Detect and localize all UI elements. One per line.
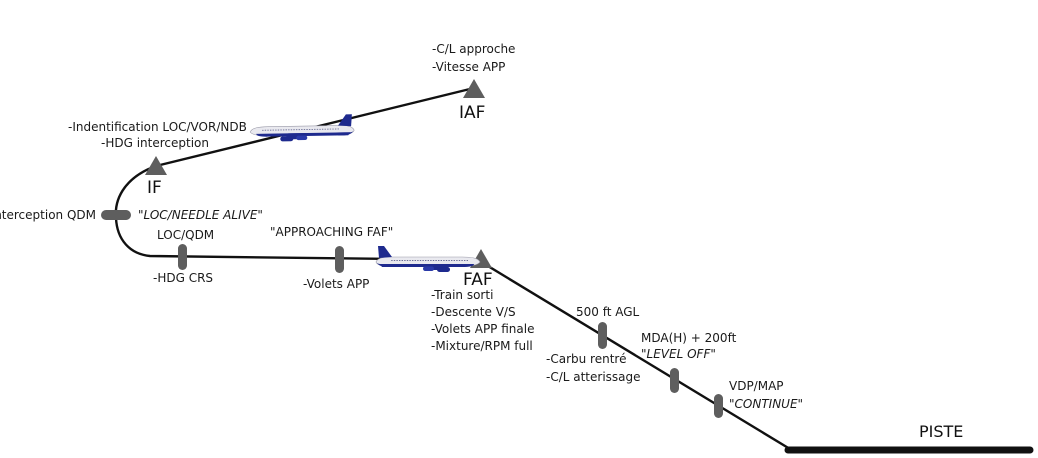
- approaching-faf: "APPROACHING FAF": [270, 225, 393, 239]
- faf-descente: -Descente V/S: [431, 305, 516, 319]
- faf-label: FAF: [463, 270, 493, 290]
- if-label: IF: [147, 178, 162, 198]
- faf-mixture: -Mixture/RPM full: [431, 339, 533, 353]
- hdg-crs: -HDG CRS: [153, 271, 213, 285]
- volets-app: -Volets APP: [303, 277, 369, 291]
- fix-marker-icon: [335, 246, 344, 273]
- continue-callout: "CONTINUE": [729, 397, 803, 411]
- fix-marker-icon: [178, 244, 187, 270]
- loc-needle-alive: "LOC/NEEDLE ALIVE": [138, 208, 263, 222]
- fix-marker-icon: [101, 210, 131, 220]
- mda-label: MDA(H) + 200ft: [641, 331, 737, 345]
- runway-label: PISTE: [919, 422, 963, 441]
- if-identification: -Indentification LOC/VOR/NDB: [68, 120, 247, 134]
- faf-volets: -Volets APP finale: [431, 322, 534, 336]
- fix-marker-icon: [714, 394, 723, 418]
- iaf-speed: -Vitesse APP: [432, 60, 505, 74]
- cl-atterissage: -C/L atterissage: [546, 370, 641, 384]
- airplane-icon: [249, 113, 355, 143]
- approach-path: [114, 86, 791, 451]
- vdp-map: VDP/MAP: [729, 379, 784, 393]
- loc-qdm: LOC/QDM: [157, 228, 214, 242]
- fix-marker-icon: [598, 322, 607, 349]
- fix-marker-icon: [670, 368, 679, 393]
- iaf-label: IAF: [459, 103, 485, 123]
- if-hdg-interception: -HDG interception: [101, 136, 209, 150]
- level-off: "LEVEL OFF": [641, 347, 716, 361]
- airplane-icon: [375, 245, 481, 273]
- faf-train: -Train sorti: [431, 288, 493, 302]
- waypoint-triangle-icon: [463, 79, 485, 98]
- agl-500: 500 ft AGL: [576, 305, 640, 319]
- interception-qdm: Interception QDM: [0, 208, 96, 222]
- waypoint-triangle-icon: [145, 156, 167, 175]
- iaf-checklist: -C/L approche: [432, 42, 515, 56]
- carbu-rentre: -Carbu rentré: [546, 352, 626, 366]
